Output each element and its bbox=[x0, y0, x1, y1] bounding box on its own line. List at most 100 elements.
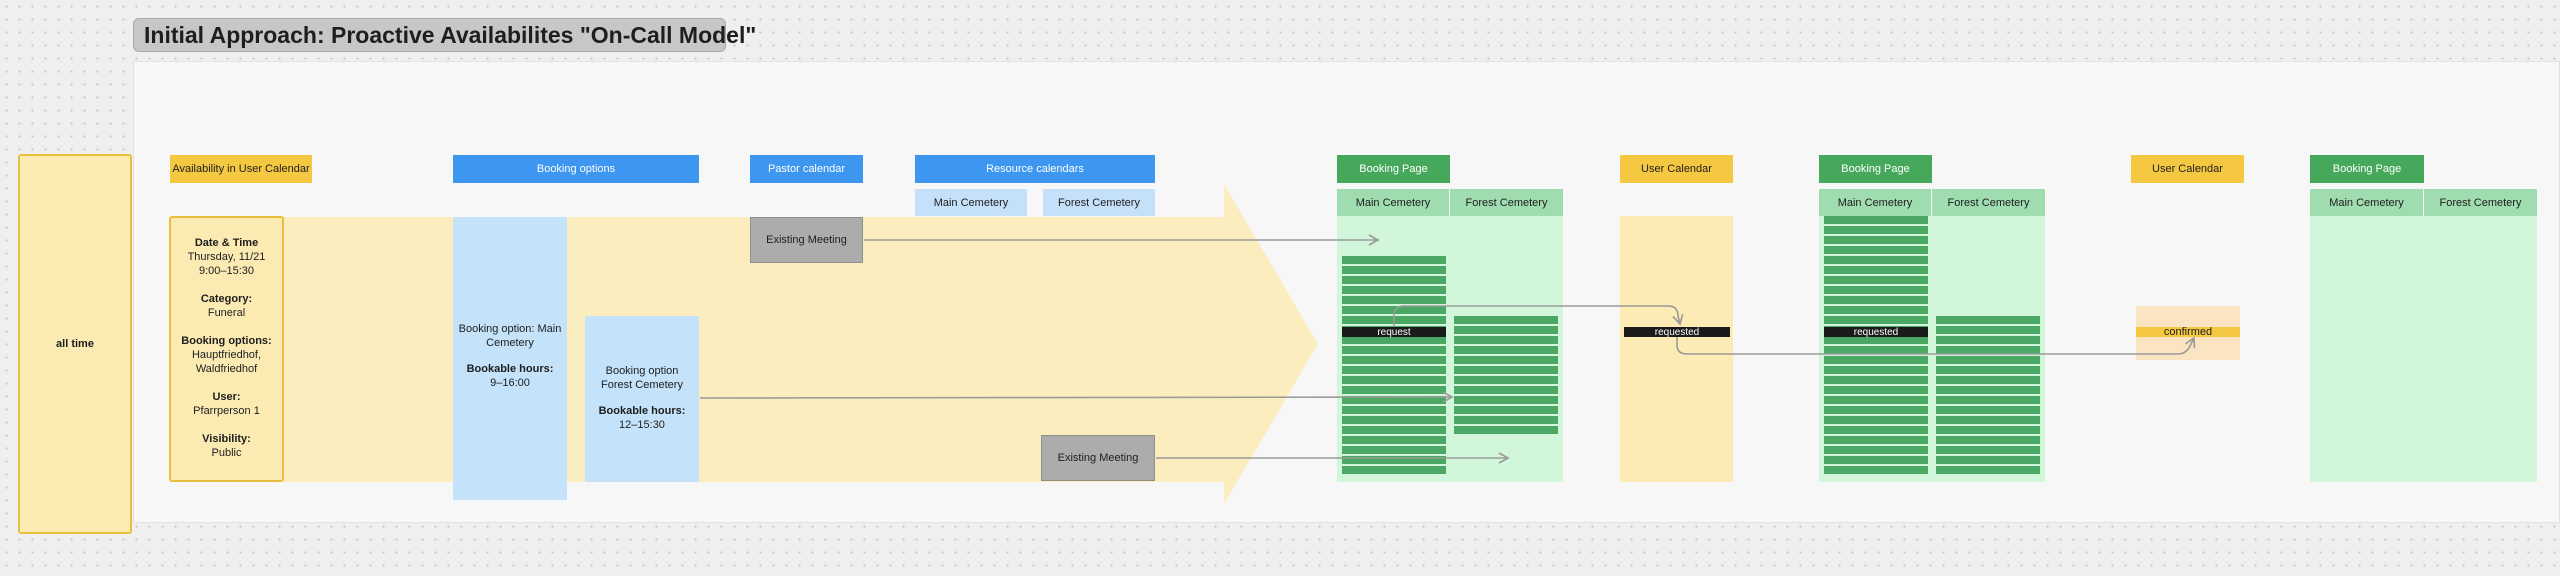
time-slot bbox=[1824, 226, 1928, 234]
existing-meeting-pastor: Existing Meeting bbox=[750, 217, 863, 263]
time-slot bbox=[1824, 456, 1928, 464]
existing-meeting-resource: Existing Meeting bbox=[1041, 435, 1155, 481]
time-slot bbox=[1454, 396, 1558, 404]
time-slot bbox=[1342, 366, 1446, 374]
page-title: Initial Approach: Proactive Availabilite… bbox=[133, 18, 756, 52]
time-slot bbox=[1342, 356, 1446, 364]
booking-option-forest-name-2: Forest Cemetery bbox=[601, 379, 683, 391]
confirmed-status-bar: confirmed bbox=[2136, 326, 2240, 338]
category-value: Funeral bbox=[207, 307, 246, 319]
header-user-calendar-1: User Calendar bbox=[1620, 155, 1733, 183]
time-slot bbox=[1824, 286, 1928, 294]
time-slot bbox=[1936, 466, 2040, 474]
datetime-value-day: Thursday, 11/21 bbox=[187, 251, 266, 263]
time-slot bbox=[1342, 336, 1446, 344]
header-booking-page-3: Booking Page bbox=[2310, 155, 2424, 183]
time-slot bbox=[1824, 406, 1928, 414]
booking-option-main-hours-label: Bookable hours: bbox=[466, 363, 554, 375]
time-slot bbox=[1454, 336, 1558, 344]
time-slot bbox=[1342, 436, 1446, 444]
time-slot bbox=[1454, 356, 1558, 364]
time-slot bbox=[1824, 376, 1928, 384]
visibility-value: Public bbox=[211, 447, 242, 459]
header-booking-page-1: Booking Page bbox=[1337, 155, 1450, 183]
time-slot bbox=[1936, 446, 2040, 454]
booking-option-forest-card: Booking option Forest Cemetery Bookable … bbox=[585, 316, 699, 482]
time-slot bbox=[1342, 346, 1446, 354]
arrow-request-to-user-calendar bbox=[1393, 305, 1684, 327]
time-slot bbox=[1454, 376, 1558, 384]
booking-options-value-1: Hauptfriedhof, bbox=[191, 349, 262, 361]
time-slot bbox=[1824, 386, 1928, 394]
booking-page-2-forest-slots bbox=[1936, 316, 2040, 476]
booking-option-main-name-2: Cemetery bbox=[486, 337, 534, 349]
time-slot bbox=[1936, 316, 2040, 324]
time-slot bbox=[1936, 386, 2040, 394]
availability-details-card: Date & Time Thursday, 11/21 9:00–15:30 C… bbox=[169, 216, 284, 482]
header-pastor-calendar: Pastor calendar bbox=[750, 155, 863, 183]
time-slot bbox=[1936, 436, 2040, 444]
booking-page-3-body bbox=[2310, 216, 2537, 482]
header-booking-page-2: Booking Page bbox=[1819, 155, 1932, 183]
all-time-block: all time bbox=[18, 154, 132, 534]
booking-option-main-card: Booking option: Main Cemetery Bookable h… bbox=[453, 217, 567, 500]
booking-option-forest-hours-label: Bookable hours: bbox=[598, 405, 686, 417]
time-slot bbox=[1342, 396, 1446, 404]
time-slot bbox=[1824, 296, 1928, 304]
header-resource-calendars: Resource calendars bbox=[915, 155, 1155, 183]
time-slot bbox=[1936, 396, 2040, 404]
booking-page-2-main-column: Main Cemetery bbox=[1819, 189, 1931, 216]
header-booking-options: Booking options bbox=[453, 155, 699, 183]
time-slot bbox=[1454, 426, 1558, 434]
time-slot bbox=[1454, 346, 1558, 354]
time-slot bbox=[1936, 366, 2040, 374]
booking-page-3-main-column: Main Cemetery bbox=[2310, 189, 2423, 216]
time-slot bbox=[1342, 256, 1446, 264]
time-slot bbox=[1824, 276, 1928, 284]
time-slot bbox=[1824, 356, 1928, 364]
user-calendar-1-body bbox=[1620, 216, 1733, 482]
time-slot bbox=[1342, 446, 1446, 454]
booking-options-value-2: Waldfriedhof bbox=[195, 363, 258, 375]
booking-page-1-forest-column: Forest Cemetery bbox=[1450, 189, 1563, 216]
booking-page-1-forest-slots bbox=[1454, 316, 1558, 436]
time-slot bbox=[1824, 396, 1928, 404]
user-value: Pfarrperson 1 bbox=[193, 405, 260, 417]
time-slot bbox=[1824, 346, 1928, 354]
time-slot bbox=[1936, 416, 2040, 424]
category-label: Category: bbox=[200, 293, 253, 305]
booking-options-label: Booking options: bbox=[181, 335, 272, 347]
time-slot bbox=[1342, 386, 1446, 394]
header-availability: Availability in User Calendar bbox=[170, 155, 312, 183]
header-user-calendar-2: User Calendar bbox=[2131, 155, 2244, 183]
time-slot bbox=[1936, 376, 2040, 384]
time-slot bbox=[1824, 446, 1928, 454]
request-status-bar: request bbox=[1342, 327, 1446, 338]
time-slot bbox=[1936, 346, 2040, 354]
time-slot bbox=[1454, 406, 1558, 414]
time-slot bbox=[1342, 286, 1446, 294]
time-slot bbox=[1824, 416, 1928, 424]
time-slot bbox=[1342, 306, 1446, 314]
time-slot bbox=[1824, 216, 1928, 224]
datetime-value-time: 9:00–15:30 bbox=[198, 265, 255, 277]
time-slot bbox=[1936, 326, 2040, 334]
time-slot bbox=[1342, 456, 1446, 464]
booking-page-1-main-column: Main Cemetery bbox=[1337, 189, 1449, 216]
time-slot bbox=[1342, 296, 1446, 304]
requested-status-bar-2: requested bbox=[1824, 327, 1928, 338]
time-slot bbox=[1454, 316, 1558, 324]
time-slot bbox=[1824, 426, 1928, 434]
arrow-requested-to-confirmed bbox=[1676, 336, 2196, 355]
time-slot bbox=[1936, 356, 2040, 364]
booking-page-3-forest-column: Forest Cemetery bbox=[2424, 189, 2537, 216]
time-slot bbox=[1342, 276, 1446, 284]
time-slot bbox=[1824, 236, 1928, 244]
time-slot bbox=[1342, 466, 1446, 474]
time-slot bbox=[1824, 246, 1928, 254]
time-slot bbox=[1824, 366, 1928, 374]
time-slot bbox=[1454, 326, 1558, 334]
resource-main-cemetery: Main Cemetery bbox=[915, 189, 1027, 216]
booking-page-2-body bbox=[1819, 216, 2045, 482]
booking-option-forest-hours-value: 12–15:30 bbox=[619, 419, 665, 431]
